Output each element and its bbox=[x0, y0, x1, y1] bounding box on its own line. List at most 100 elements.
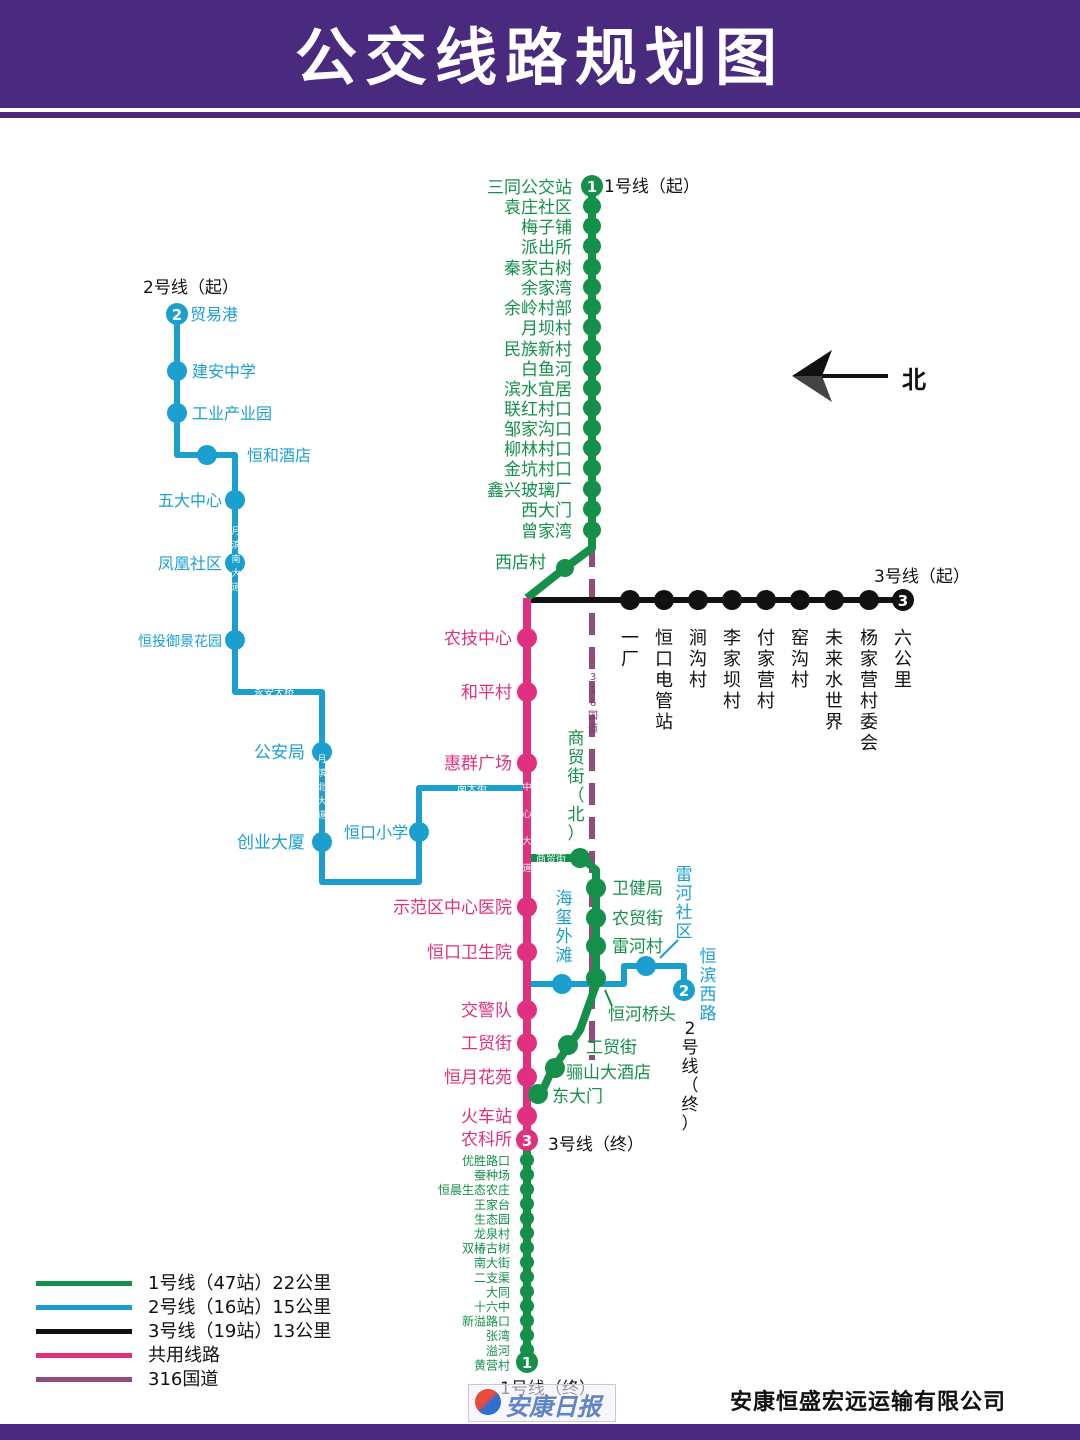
line2-stop bbox=[409, 822, 429, 842]
shared-stop bbox=[517, 753, 537, 773]
line1-stop bbox=[520, 1196, 534, 1211]
watermark-logo: 安康日报 bbox=[468, 1384, 616, 1422]
legend-label: 3号线（19站）13公里 bbox=[148, 1321, 332, 1342]
line1-stop-label: 黄营村 bbox=[474, 1358, 510, 1372]
shared-stop-label: 恒月花苑 bbox=[444, 1068, 512, 1088]
stop-markers bbox=[166, 175, 914, 1373]
line1-stop bbox=[528, 1084, 548, 1104]
footer-bar bbox=[0, 1424, 1080, 1440]
line1-stop bbox=[583, 379, 601, 397]
shared-stop bbox=[517, 1067, 537, 1087]
line1-stop-label: 新溢路口 bbox=[462, 1314, 510, 1329]
line1-stop bbox=[586, 968, 606, 988]
newspaper-logo-icon bbox=[475, 1389, 501, 1415]
line3-end-badge bbox=[516, 1129, 538, 1151]
line2-stop-label: 建安中学 bbox=[192, 362, 256, 381]
line3-stop-label: 杨家营村委会 bbox=[860, 628, 878, 754]
shared-stop-label: 火车站 bbox=[461, 1107, 512, 1127]
line1-stop bbox=[520, 1299, 534, 1313]
line1-stop-label: 邹家沟口 bbox=[504, 420, 572, 440]
line1-stop-label: 张湾 bbox=[486, 1328, 510, 1343]
line2-stop bbox=[312, 832, 332, 852]
line1-stop bbox=[520, 1328, 534, 1343]
shared-stop-label: 工贸街 bbox=[461, 1034, 512, 1054]
road-label: 月滨北大道 bbox=[317, 754, 326, 821]
line2-stop-label: 雷河社区 bbox=[676, 865, 693, 942]
title-divider bbox=[0, 112, 1080, 118]
legend-label: 2号线（16站）15公里 bbox=[148, 1297, 332, 1318]
line1-stop bbox=[583, 500, 601, 518]
line2-stop-label: 恒口小学 bbox=[344, 823, 408, 842]
line1-stop-label: 龙泉村 bbox=[474, 1227, 510, 1241]
line2-stop-label: 恒投御景花园 bbox=[138, 634, 222, 650]
line1-stop-label: 生态园 bbox=[474, 1212, 510, 1226]
shared-stop-label: 惠群广场 bbox=[444, 754, 512, 774]
line2-stop-label: 工业产业园 bbox=[192, 404, 272, 423]
legend-swatch bbox=[36, 1377, 132, 1382]
line1-stop-label: 工贸街 bbox=[586, 1038, 637, 1058]
line3-stop bbox=[722, 590, 742, 610]
line1-stop-label: 二支渠 bbox=[474, 1271, 510, 1285]
line1-stop bbox=[545, 1058, 565, 1078]
line1-stop-label: 西店村 bbox=[495, 553, 546, 573]
line2-stop-label: 贸易港 bbox=[190, 305, 238, 324]
watermark-text: 安康日报 bbox=[505, 1393, 601, 1421]
line1-stop-label: 曾家湾 bbox=[521, 522, 572, 542]
line1-stop bbox=[583, 521, 601, 539]
line3-stop bbox=[654, 590, 674, 610]
line2-stop-label: 恒和酒店 bbox=[247, 446, 311, 465]
line1-stop-label: 东大门 bbox=[552, 1087, 603, 1107]
line2-stop-label: 创业大厦 bbox=[237, 833, 305, 853]
line2-stop bbox=[312, 742, 332, 762]
line1-stop bbox=[583, 359, 601, 377]
line1-stop-label: 双椿古树 bbox=[462, 1241, 510, 1256]
line1-stop-label: 大同 bbox=[486, 1285, 510, 1299]
line2-start-badge-number: 2 bbox=[172, 306, 182, 324]
line1-stop bbox=[583, 278, 601, 296]
line1-stop-label: 秦家古树 bbox=[504, 259, 572, 279]
line1-stop-label: 十六中 bbox=[474, 1299, 510, 1314]
line1-stop bbox=[583, 439, 601, 457]
line2-path-west bbox=[174, 314, 527, 885]
line1-stop-label: 鑫兴玻璃厂 bbox=[487, 481, 572, 501]
line1-stop-label: 蚕种场 bbox=[474, 1169, 510, 1183]
line3-stop-label: 窑沟村 bbox=[791, 628, 809, 691]
line2-stop bbox=[167, 403, 187, 423]
line3-end-badge-number: 3 bbox=[522, 1132, 532, 1150]
line1-stop-label: 余岭村部 bbox=[504, 299, 572, 319]
line2-stop-label: 恒滨西路 bbox=[700, 947, 717, 1024]
line1-stop-label: 月坝村 bbox=[521, 319, 572, 339]
line1-end-badge-number: 1 bbox=[522, 1354, 532, 1372]
line3-stop bbox=[620, 590, 640, 610]
company-name: 安康恒盛宏远运输有限公司 bbox=[730, 1390, 1007, 1415]
line1-stop bbox=[520, 1269, 534, 1284]
legend-swatch bbox=[36, 1353, 132, 1358]
road-label: 中心大道 bbox=[522, 781, 531, 874]
line1-stop-label: 雷河村 bbox=[612, 937, 663, 957]
line2-stop-label: 海玺外滩 bbox=[556, 889, 573, 966]
line1-stop bbox=[520, 1255, 534, 1270]
shared-stop bbox=[517, 942, 537, 962]
line1-stop bbox=[583, 480, 601, 498]
line1-stop-label: 溢河 bbox=[486, 1344, 510, 1358]
line1-stop-label: 梅子铺 bbox=[521, 218, 572, 238]
line1-stop bbox=[583, 197, 601, 215]
line3-stop-label: 六公里 bbox=[894, 628, 912, 691]
line1-stop bbox=[583, 237, 601, 255]
shared-stop bbox=[517, 682, 537, 702]
line2-stop bbox=[167, 361, 187, 381]
line2-stop bbox=[197, 445, 217, 465]
road-label: 商贸街 bbox=[536, 852, 566, 865]
legend-swatch bbox=[36, 1281, 132, 1286]
line1-stop bbox=[583, 339, 601, 357]
line2-stop bbox=[636, 956, 656, 976]
line1-stop-label: 恒河桥头 bbox=[608, 1005, 676, 1025]
shared-stop-label: 农科所 bbox=[461, 1130, 512, 1150]
line3-stop bbox=[859, 590, 879, 610]
title-banner: 公交线路规划图 bbox=[0, 0, 1080, 108]
line1-stop-label: 恒晨生态农庄 bbox=[438, 1182, 510, 1197]
page-title: 公交线路规划图 bbox=[294, 21, 785, 94]
